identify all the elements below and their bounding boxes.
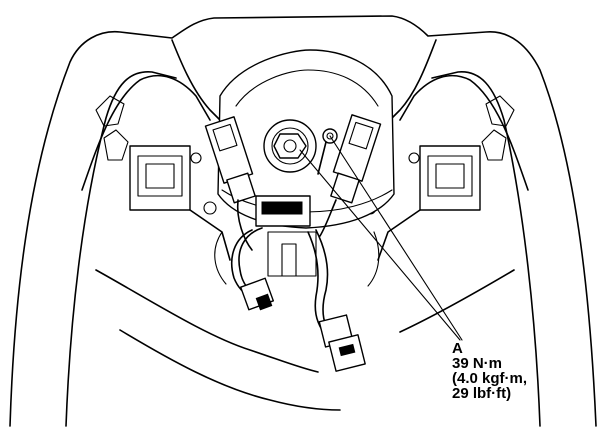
side-wire-left	[214, 231, 227, 285]
left-spoke-lower	[95, 269, 319, 373]
torque-callout: A 39 N·m (4.0 kgf·m, 29 lbf·ft)	[452, 341, 527, 401]
steering-wheel-inner-rim-right	[431, 71, 541, 427]
center-clip-block	[255, 195, 317, 277]
steering-shaft-nut	[263, 119, 317, 173]
right-switch-housing	[363, 145, 481, 261]
callout-leader-line	[299, 135, 463, 341]
torque-nm: 39 N·m	[452, 355, 503, 372]
left-switch-housing	[129, 145, 231, 261]
left-spoke	[81, 74, 211, 191]
left-spoke-notch	[95, 95, 125, 127]
lower-left-connector	[239, 277, 275, 311]
callout-letter: A	[452, 340, 463, 357]
torque-kgf: (4.0 kgf·m,	[452, 370, 528, 387]
torque-lbf: 29 lbf·ft)	[452, 385, 512, 402]
left-airbag-connector	[204, 116, 256, 251]
left-lower-shell	[119, 329, 341, 411]
right-spoke-notch-2	[481, 129, 507, 161]
lower-right-connector	[318, 314, 366, 372]
wire-harness-right	[315, 229, 329, 327]
left-spoke-notch-2	[103, 129, 129, 161]
steering-wheel-inner-rim	[65, 71, 177, 427]
wire-harness-right-2	[307, 231, 323, 331]
right-spoke-lower	[399, 269, 515, 333]
right-spoke-notch	[485, 95, 515, 127]
steering-wheel-outer-rim	[9, 15, 597, 427]
right-spoke	[399, 74, 529, 191]
side-wire-right	[367, 231, 380, 287]
cable-reel-inner	[235, 69, 379, 107]
hub-cover	[171, 39, 437, 121]
